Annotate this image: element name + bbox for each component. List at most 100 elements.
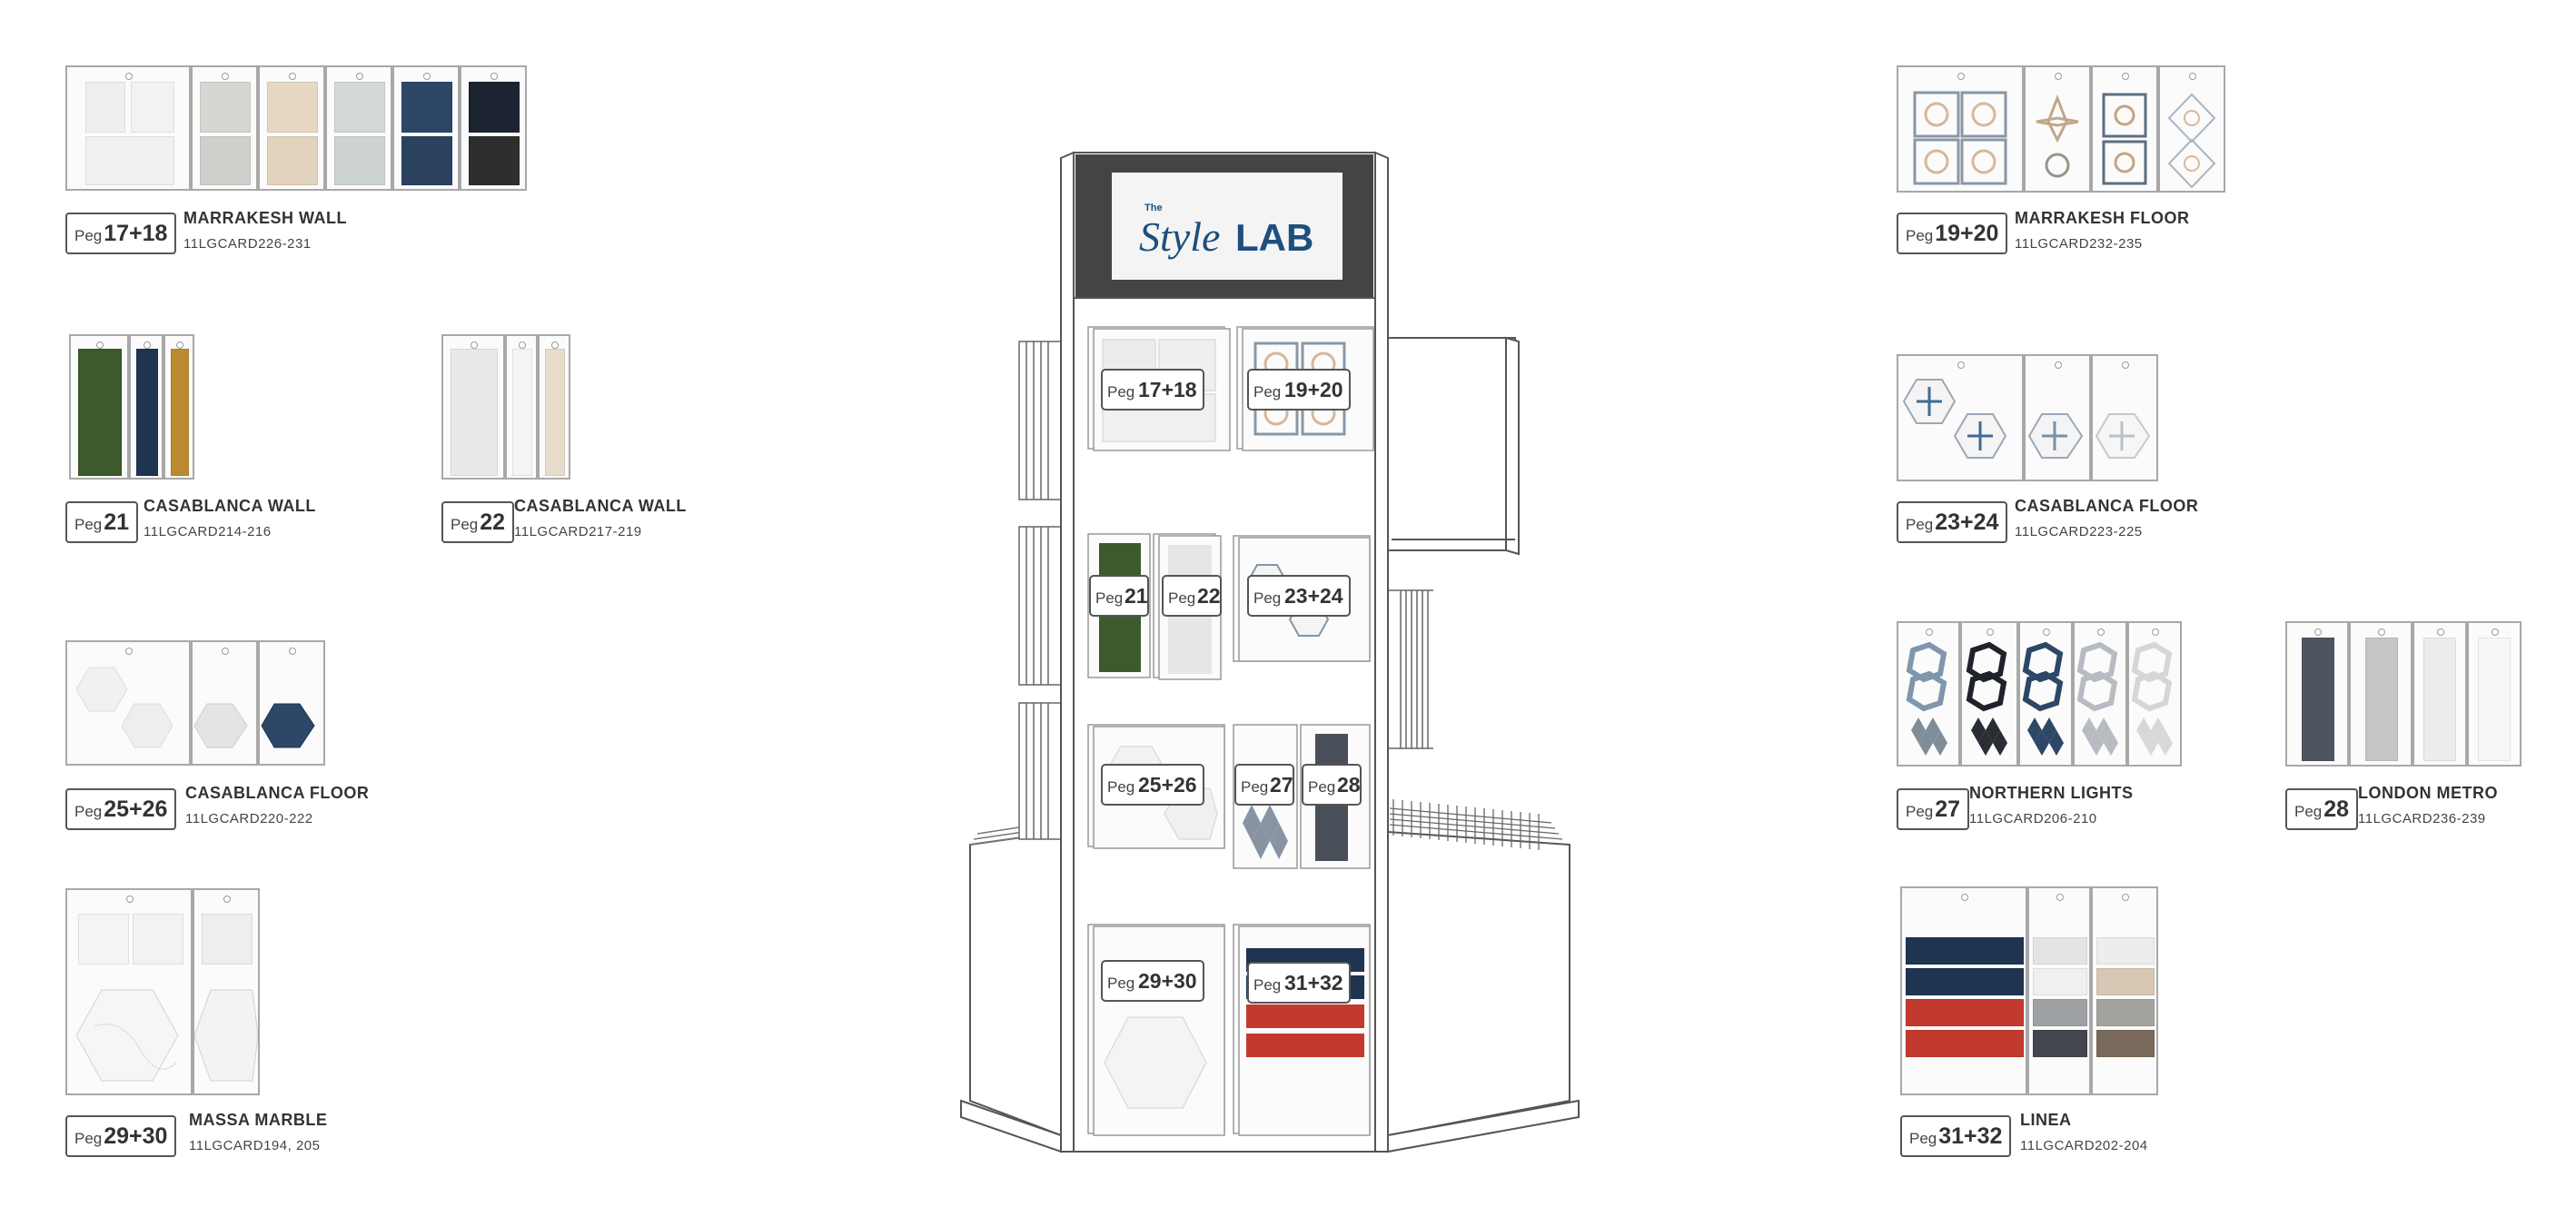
- sample-card: [460, 65, 527, 191]
- sample-card: [1960, 621, 2018, 767]
- stand-peg-3132: Peg 31+32: [1247, 962, 1351, 1004]
- stand-peg-1718: Peg 17+18: [1101, 369, 1204, 411]
- sample-card: [2091, 65, 2158, 193]
- stand-peg-2930: Peg 29+30: [1101, 960, 1204, 1002]
- stand-peg-1920: Peg 19+20: [1247, 369, 1351, 411]
- product-title: NORTHERN LIGHTS: [1969, 784, 2134, 802]
- product-title: CASABLANCA FLOOR: [2015, 497, 2199, 515]
- logo-style-text: Style: [1139, 213, 1220, 260]
- product-code: 11LGCARD232-235: [2015, 236, 2143, 252]
- sample-card: [191, 65, 258, 191]
- sample-card: [538, 334, 570, 480]
- sample-cards: [65, 65, 527, 191]
- sample-cards: [1900, 886, 2158, 1095]
- sample-cards: [1897, 65, 2225, 193]
- sample-card: [2285, 621, 2349, 767]
- sample-card: [129, 334, 163, 480]
- logo-lab-text: LAB: [1235, 216, 1313, 259]
- product-code: 11LGCARD236-239: [2358, 811, 2486, 826]
- sample-cards: [1897, 621, 2182, 767]
- sample-card: [1897, 354, 2024, 481]
- product-title: LINEA: [2020, 1111, 2072, 1129]
- product-code: 11LGCARD220-222: [185, 811, 313, 826]
- sample-card: [441, 334, 505, 480]
- svg-text:25+26: 25+26: [1138, 773, 1197, 797]
- svg-text:28: 28: [1337, 773, 1361, 797]
- logo-prefix: The: [1144, 203, 1163, 213]
- peg-label: Peg 23+24: [1897, 501, 2008, 543]
- svg-text:29+30: 29+30: [1138, 969, 1197, 993]
- sample-card: [2467, 621, 2522, 767]
- sample-card: [191, 640, 258, 766]
- sample-card: [163, 334, 194, 480]
- sample-card: [65, 65, 191, 191]
- svg-text:Peg: Peg: [1241, 778, 1268, 796]
- sample-card: [2127, 621, 2182, 767]
- stand-peg-27: Peg 27: [1234, 764, 1294, 806]
- svg-text:Peg: Peg: [1168, 589, 1195, 607]
- svg-text:22: 22: [1197, 584, 1221, 608]
- sample-card: [258, 65, 325, 191]
- svg-text:17+18: 17+18: [1138, 378, 1197, 401]
- sample-cards: [2285, 621, 2522, 767]
- sample-card: [1897, 621, 1960, 767]
- product-code: 11LGCARD202-204: [2020, 1138, 2148, 1153]
- sample-card: [2091, 886, 2158, 1095]
- svg-text:Peg: Peg: [1107, 975, 1134, 992]
- sample-card: [325, 65, 392, 191]
- product-title: CASABLANCA WALL: [144, 497, 316, 515]
- sample-card: [193, 888, 260, 1095]
- product-code: 11LGCARD226-231: [183, 236, 312, 252]
- sample-card: [2024, 65, 2091, 193]
- sample-card: [1897, 65, 2024, 193]
- stand-peg-2324: Peg 23+24: [1247, 575, 1351, 617]
- peg-label: Peg 17+18: [65, 213, 177, 254]
- sample-card: [2413, 621, 2467, 767]
- svg-text:19+20: 19+20: [1284, 378, 1343, 401]
- product-title: MASSA MARBLE: [189, 1111, 328, 1129]
- sample-cards: [441, 334, 570, 480]
- peg-label: Peg 25+26: [65, 788, 177, 830]
- display-stand-illustration: The Style LAB: [960, 151, 1580, 1153]
- svg-text:Peg: Peg: [1253, 589, 1281, 607]
- product-code: 11LGCARD217-219: [514, 524, 642, 539]
- stand-peg-labels: Peg 17+18 Peg 19+20 Peg 21 Peg 22 Peg 23…: [1089, 369, 1362, 1004]
- sample-card: [2349, 621, 2413, 767]
- sample-card: [65, 888, 193, 1095]
- stand-peg-21: Peg 21: [1089, 575, 1149, 617]
- product-code: 11LGCARD206-210: [1969, 811, 2097, 826]
- svg-text:31+32: 31+32: [1284, 971, 1343, 994]
- hex-tiles-graphic: [75, 667, 173, 748]
- peg-label: Peg 31+32: [1900, 1115, 2012, 1157]
- sample-card: [258, 640, 325, 766]
- sample-card: [2018, 621, 2073, 767]
- product-title: MARRAKESH FLOOR: [2015, 209, 2190, 227]
- sample-cards: [65, 640, 325, 766]
- product-code: 11LGCARD194, 205: [189, 1138, 321, 1153]
- product-title: MARRAKESH WALL: [183, 209, 347, 227]
- product-code: 11LGCARD214-216: [144, 524, 272, 539]
- sample-card: [69, 334, 129, 480]
- sample-cards: [1897, 354, 2158, 481]
- svg-text:21: 21: [1125, 584, 1148, 608]
- peg-label: Peg 21: [65, 501, 139, 543]
- sample-cards: [65, 888, 260, 1095]
- svg-text:Peg: Peg: [1095, 589, 1123, 607]
- svg-text:Peg: Peg: [1107, 778, 1134, 796]
- svg-text:Peg: Peg: [1107, 383, 1134, 401]
- stand-peg-28: Peg 28: [1302, 764, 1362, 806]
- product-title: LONDON METRO: [2358, 784, 2498, 802]
- sample-card: [2024, 354, 2091, 481]
- peg-label: Peg 29+30: [65, 1115, 177, 1157]
- sample-card: [2091, 354, 2158, 481]
- product-title: CASABLANCA FLOOR: [185, 784, 370, 802]
- svg-text:27: 27: [1270, 773, 1293, 797]
- sample-card: [392, 65, 460, 191]
- product-title: CASABLANCA WALL: [514, 497, 687, 515]
- sample-cards: [69, 334, 194, 480]
- peg-label: Peg 19+20: [1897, 213, 2008, 254]
- sample-card: [505, 334, 538, 480]
- stand-peg-22: Peg 22: [1162, 575, 1222, 617]
- svg-text:Peg: Peg: [1308, 778, 1335, 796]
- sample-card: [2073, 621, 2127, 767]
